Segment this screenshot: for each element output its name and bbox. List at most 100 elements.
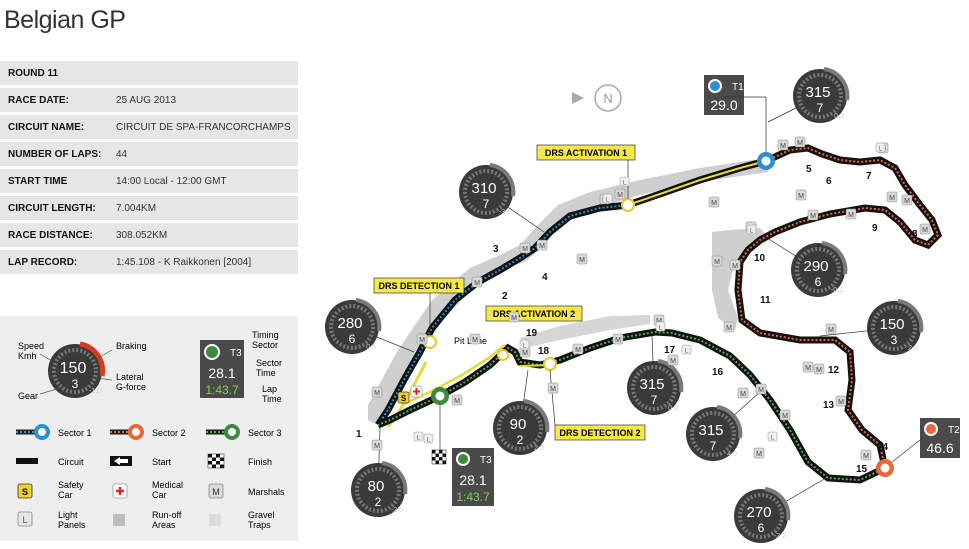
- legend-finish: Finish: [248, 457, 272, 467]
- marshal-post: [614, 188, 626, 200]
- info-row: CIRCUIT LENGTH:7.004KM: [0, 196, 298, 220]
- timing-box-t2: T2 46.6: [920, 418, 960, 458]
- info-value: CIRCUIT DE SPA-FRANCORCHAMPS: [116, 121, 291, 133]
- marshal-post: [755, 383, 767, 395]
- marshal-icon: M: [740, 391, 746, 398]
- marshal-post: [825, 323, 837, 335]
- marshal-post: [729, 259, 741, 271]
- legend-gauge-speed: 150: [60, 360, 87, 377]
- gauge-speed: 315: [805, 84, 830, 101]
- marshal-post: [753, 447, 765, 459]
- marshal-icon: M: [656, 318, 662, 325]
- light-panel: [746, 224, 757, 235]
- marshal-post: [371, 439, 383, 451]
- marshal-post: [723, 321, 735, 333]
- corner-number: 6: [826, 176, 832, 187]
- corner-number: 16: [712, 367, 724, 378]
- svg-text:DRS DETECTION 2: DRS DETECTION 2: [559, 428, 640, 438]
- marshal-icon: M: [522, 350, 528, 357]
- marshal-post: [519, 242, 531, 254]
- info-key: ROUND 11: [8, 67, 59, 79]
- legend-marshals: Marshals: [248, 487, 285, 497]
- marshal-post: [471, 276, 483, 288]
- svg-text:46.6: 46.6: [926, 440, 953, 456]
- light-panel: [413, 431, 424, 442]
- marshal-icon: M: [797, 140, 803, 147]
- marshal-icon: M: [889, 195, 895, 202]
- legend-start: Start: [152, 457, 172, 467]
- info-key: NUMBER OF LAPS:: [8, 148, 102, 160]
- marshal-post: [667, 354, 679, 366]
- safety-car-marker: S: [401, 394, 407, 403]
- timing-box-t3: T3 28.1 1:43.7: [452, 448, 494, 506]
- light-panel: [681, 344, 692, 355]
- drs-activation-1-label: DRS ACTIVATION 1: [536, 144, 636, 199]
- info-key: LAP RECORD:: [8, 256, 78, 268]
- marshal-icon: M: [374, 443, 380, 450]
- svg-text:1:43.7: 1:43.7: [456, 490, 490, 504]
- light-panel-icon: L: [606, 197, 610, 204]
- speed-gauge: 802-2.0: [351, 461, 408, 517]
- svg-text:T2: T2: [948, 425, 960, 436]
- compass-icon: N: [572, 84, 622, 112]
- legend-timing-lap: 1:43.7: [205, 383, 239, 397]
- light-panel: [619, 176, 630, 187]
- marshal-post: [794, 136, 806, 148]
- marshal-icon: M: [758, 387, 764, 394]
- corner-number: 9: [872, 223, 878, 234]
- gauge-speed: 310: [471, 180, 496, 197]
- info-row: RACE DISTANCE:308.052KM: [0, 223, 298, 247]
- corner-number: 3: [493, 244, 499, 255]
- gauge-g-force: 0.5: [366, 344, 376, 351]
- info-key: CIRCUIT NAME:: [8, 121, 85, 133]
- gauge-speed: 280: [337, 315, 362, 332]
- gauge-g-force: 4.0: [727, 451, 737, 458]
- legend-sector2: Sector 2: [152, 428, 186, 438]
- legend-gear-label: Gear: [18, 391, 38, 401]
- svg-text:DRS ACTIVATION 2: DRS ACTIVATION 2: [493, 309, 575, 319]
- gauge-gear: 3: [891, 333, 898, 347]
- info-row: LAP RECORD:1:45.108 - K Raikkonen [2004]: [0, 250, 298, 274]
- light-panel-icon: L: [523, 343, 527, 350]
- light-panel-icon: L: [750, 228, 754, 235]
- info-row: START TIME 14:00 Local - 12:00 GMT: [0, 169, 298, 193]
- legend-circuit: Circuit: [58, 457, 84, 467]
- info-row: NUMBER OF LAPS:44: [0, 142, 298, 166]
- info-value: 308.052KM: [116, 229, 168, 241]
- marshal-icon: M: [419, 337, 425, 344]
- legend-braking-label: Braking: [116, 341, 147, 351]
- gauge-speed: 270: [746, 504, 771, 521]
- corner-number: 5: [806, 164, 812, 175]
- circuit-map: DRS ACTIVATION 1 DRS DETECTION 1 DRS ACT…: [325, 67, 960, 543]
- marshal-post: [469, 333, 481, 345]
- light-panel: [875, 142, 886, 153]
- marshal-post: [708, 196, 720, 208]
- info-key: RACE DATE:: [8, 94, 69, 106]
- marshal-icon: M: [212, 487, 220, 497]
- marshal-icon: M: [711, 200, 717, 207]
- marshal-icon: M: [922, 227, 928, 234]
- info-value: 14:00 Local - 12:00 GMT: [116, 175, 227, 187]
- info-key: START TIME: [8, 175, 68, 187]
- marshal-icon: M: [454, 398, 460, 405]
- gauge-speed: 315: [698, 422, 723, 439]
- finish-flag-marker: [431, 449, 447, 465]
- svg-text:DRS DETECTION 1: DRS DETECTION 1: [378, 281, 459, 291]
- corner-number: 17: [664, 345, 676, 356]
- corner-number: 4: [542, 272, 548, 283]
- info-row: RACE DATE:25 AUG 2013: [0, 88, 298, 112]
- light-panel: [602, 193, 613, 204]
- gauge-g-force: 0.0: [668, 405, 678, 412]
- info-key: CIRCUIT LENGTH:: [8, 202, 96, 214]
- light-panel: [423, 433, 434, 444]
- gauge-gear: 7: [710, 439, 717, 453]
